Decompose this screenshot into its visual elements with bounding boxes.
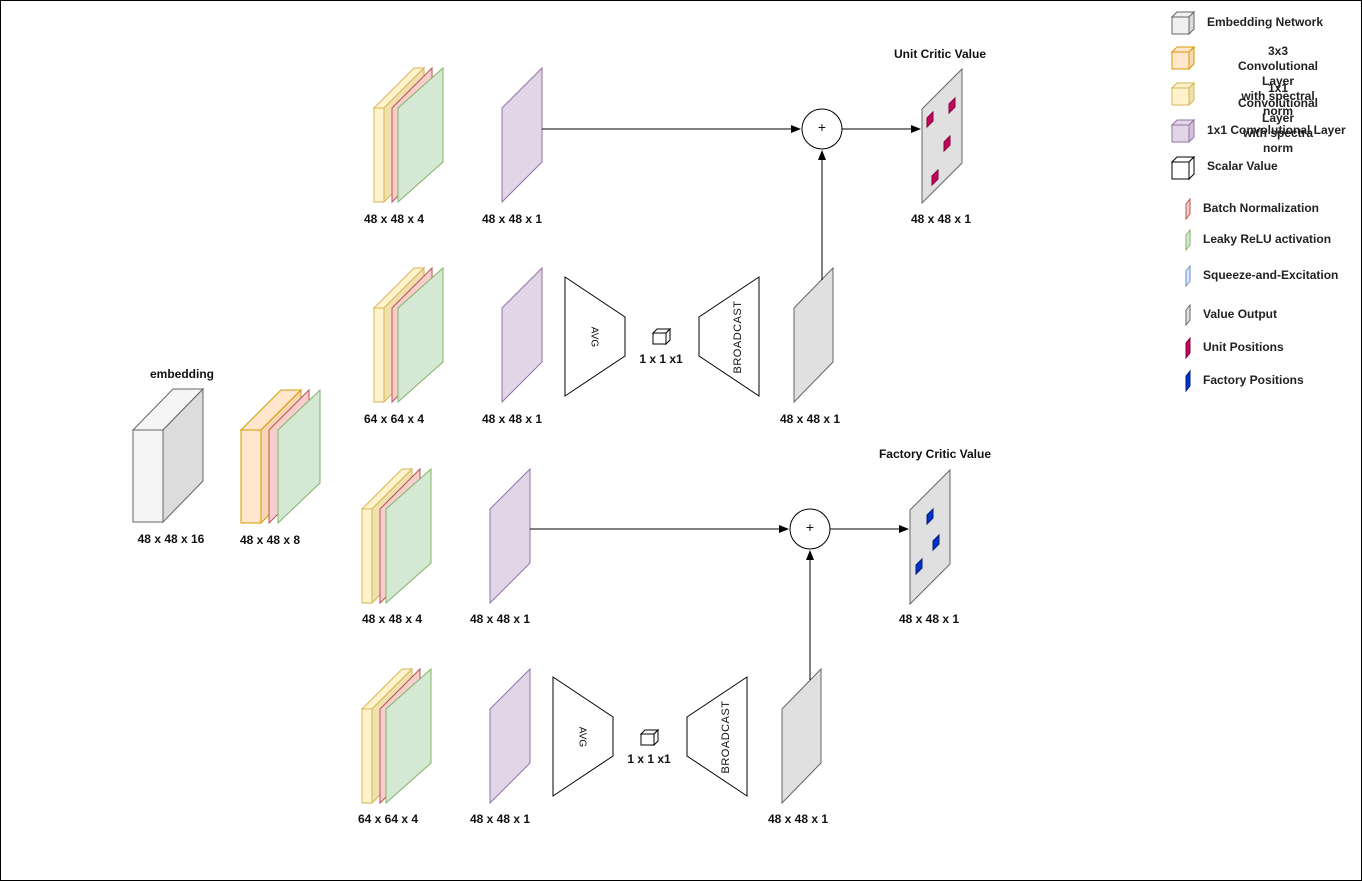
factory-position-marker bbox=[915, 557, 923, 576]
unit-pool-conv-size: 64 x 64 x 4 bbox=[363, 412, 425, 426]
unit-head-out-size: 48 x 48 x 1 bbox=[481, 212, 543, 226]
stem-conv-block bbox=[239, 388, 321, 525]
leaky-relu-slab bbox=[277, 388, 321, 525]
legend-swatch-batch-norm bbox=[1185, 197, 1191, 221]
stem-size: 48 x 48 x 8 bbox=[239, 533, 301, 547]
unit-value-size: 48 x 48 x 1 bbox=[779, 412, 841, 426]
legend-label-1x1-conv-spectral: 1x1 Convolutional Layer with spectra nor… bbox=[1238, 81, 1318, 155]
unit-scalar-cube bbox=[651, 327, 672, 346]
factory-pool-conv-block bbox=[360, 667, 432, 805]
factory-avg-trapezoid bbox=[552, 676, 614, 797]
unit-head-output-map bbox=[501, 66, 543, 204]
unit-position-marker bbox=[943, 134, 951, 153]
unit-pool-output-map bbox=[501, 266, 543, 404]
unit-position-marker bbox=[926, 110, 934, 129]
legend-swatch-unit-positions bbox=[1185, 336, 1191, 360]
unit-critic-title: Unit Critic Value bbox=[893, 47, 987, 61]
factory-broadcast-label: BROADCAST bbox=[720, 700, 732, 774]
factory-pool-conv-size: 64 x 64 x 4 bbox=[357, 812, 419, 826]
legend-swatch-3x3-conv bbox=[1170, 45, 1196, 71]
factory-scalar-cube bbox=[639, 728, 660, 747]
embedding-title: embedding bbox=[149, 367, 215, 381]
factory-pool-output-map bbox=[489, 667, 531, 805]
legend-label-unit-positions: Unit Positions bbox=[1203, 340, 1284, 354]
factory-head-conv-block bbox=[360, 467, 432, 605]
legend-label-scalar: Scalar Value bbox=[1207, 159, 1278, 173]
legend-swatches bbox=[1170, 10, 1196, 393]
legend-swatch-squeeze bbox=[1185, 264, 1191, 288]
unit-scalar-size: 1 x 1 x1 bbox=[639, 352, 683, 366]
factory-head-out-size: 48 x 48 x 1 bbox=[469, 612, 531, 626]
legend-swatch-leaky-relu bbox=[1185, 228, 1191, 252]
legend-label-3x3-conv: 3x3 Convolutional Layer with spectral no… bbox=[1238, 44, 1318, 118]
unit-head-conv-size: 48 x 48 x 4 bbox=[363, 212, 425, 226]
embedding-cube bbox=[131, 387, 205, 524]
legend-label-1x1-conv: 1x1 Convolutional Layer bbox=[1207, 123, 1346, 137]
factory-value-size: 48 x 48 x 1 bbox=[767, 812, 829, 826]
embedding-size: 48 x 48 x 16 bbox=[137, 532, 205, 546]
unit-position-marker bbox=[948, 96, 956, 115]
legend-label-embedding: Embedding Network bbox=[1207, 15, 1324, 29]
unit-broadcast-trapezoid bbox=[698, 276, 760, 397]
legend-swatch-value-output bbox=[1185, 303, 1191, 327]
factory-broadcast-trapezoid bbox=[686, 676, 748, 797]
legend-label-value-output: Value Output bbox=[1203, 307, 1278, 321]
factory-scalar-size: 1 x 1 x1 bbox=[627, 752, 671, 766]
unit-avg-label: AVG bbox=[588, 326, 600, 348]
unit-broadcast-label: BROADCAST bbox=[732, 300, 744, 374]
factory-value-output-map bbox=[781, 667, 822, 805]
unit-critic-size: 48 x 48 x 1 bbox=[910, 212, 972, 226]
unit-pool-out-size: 48 x 48 x 1 bbox=[481, 412, 543, 426]
factory-critic-size: 48 x 48 x 1 bbox=[898, 612, 960, 626]
legend-swatch-1x1-conv bbox=[1170, 118, 1196, 144]
unit-head-conv-block bbox=[372, 66, 444, 204]
factory-avg-label: AVG bbox=[576, 726, 588, 748]
factory-critic-output-plane bbox=[909, 468, 951, 606]
unit-sum-symbol: + bbox=[817, 119, 827, 135]
unit-critic-output-plane bbox=[921, 67, 963, 205]
unit-avg-trapezoid bbox=[564, 276, 626, 397]
legend-label-factory-positions: Factory Positions bbox=[1203, 373, 1304, 387]
unit-pool-conv-block bbox=[372, 266, 444, 404]
factory-head-output-map bbox=[489, 467, 531, 605]
factory-position-marker bbox=[926, 507, 934, 526]
unit-value-output-map bbox=[793, 266, 834, 404]
legend-swatch-scalar bbox=[1170, 155, 1196, 181]
legend-swatch-embedding bbox=[1170, 10, 1196, 36]
legend-swatch-1x1-conv-spectral bbox=[1170, 81, 1196, 107]
factory-head-conv-size: 48 x 48 x 4 bbox=[361, 612, 423, 626]
factory-critic-title: Factory Critic Value bbox=[878, 447, 992, 461]
factory-pool-out-size: 48 x 48 x 1 bbox=[469, 812, 531, 826]
factory-position-marker bbox=[932, 533, 940, 552]
legend-label-squeeze: Squeeze-and-Excitation bbox=[1203, 268, 1339, 282]
legend-label-batch-norm: Batch Normalization bbox=[1203, 201, 1320, 215]
legend-label-leaky-relu: Leaky ReLU activation bbox=[1203, 232, 1332, 246]
factory-sum-symbol: + bbox=[805, 519, 815, 535]
unit-position-marker bbox=[931, 168, 939, 187]
legend-swatch-factory-positions bbox=[1185, 369, 1191, 393]
